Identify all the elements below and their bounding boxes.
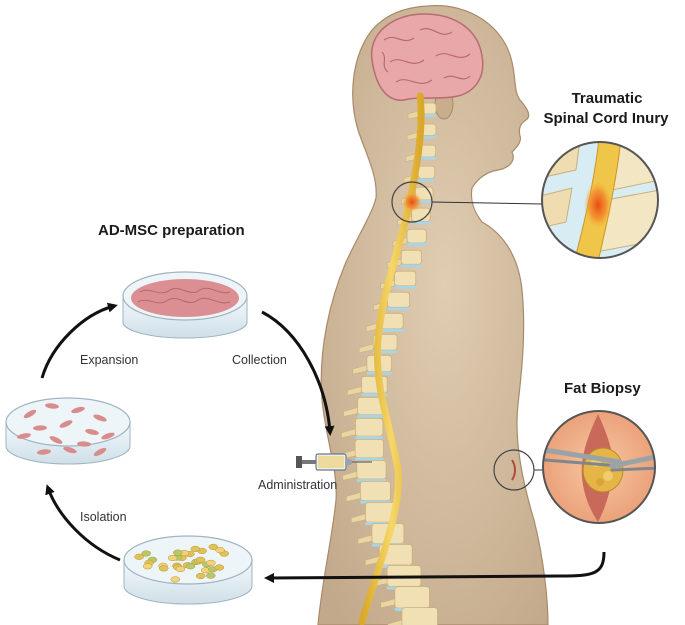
isolation-label: Isolation — [80, 510, 127, 524]
vertebra — [387, 291, 411, 308]
spinous-process — [347, 385, 362, 396]
spinous-process — [358, 343, 374, 354]
expansion-cell — [93, 447, 107, 457]
expansion-cells — [17, 403, 115, 457]
isolated-cell — [167, 554, 178, 562]
isolated-cell — [195, 572, 206, 580]
isolated-cell — [173, 549, 183, 556]
intervertebral-disc — [380, 328, 404, 332]
expansion-cell — [17, 433, 31, 439]
spinous-process — [352, 364, 368, 375]
vertebra — [356, 459, 387, 480]
vertebra — [354, 438, 384, 458]
vertebra — [394, 586, 430, 609]
expansion-arrow — [40, 302, 118, 379]
spinous-process — [351, 513, 366, 524]
biopsy-incision — [511, 459, 516, 481]
intervertebral-disc — [415, 199, 433, 203]
vertebra — [406, 228, 427, 244]
syringe-icon — [296, 453, 372, 471]
spinal-cord-injury-inset — [541, 141, 659, 259]
intervertebral-disc — [355, 436, 383, 440]
intervertebral-disc — [387, 307, 410, 311]
spinous-process — [387, 619, 403, 625]
vertebra — [400, 249, 422, 265]
expansion-cell — [85, 429, 99, 435]
intervertebral-disc — [421, 135, 436, 139]
intervertebral-disc — [418, 178, 435, 182]
prep-title: AD-MSC preparation — [98, 222, 245, 239]
expansion-cell — [101, 432, 115, 440]
isolated-cell — [175, 565, 186, 573]
intervertebral-disc — [411, 221, 431, 225]
fat-biopsy-label: Fat Biopsy — [564, 380, 641, 397]
injury-connector-line — [431, 201, 543, 205]
intervertebral-disc — [419, 156, 436, 160]
isolation-arrow — [45, 484, 121, 562]
expansion-cell — [37, 449, 51, 455]
injury-spot — [402, 192, 422, 212]
isolated-cell — [215, 547, 225, 554]
collection-arrow — [261, 310, 335, 436]
vertebra — [417, 165, 436, 179]
injury-title-line2: Spinal Cord Inury — [543, 110, 669, 127]
intervertebral-disc — [361, 393, 388, 397]
expansion-cell — [23, 409, 37, 419]
intervertebral-disc — [407, 242, 427, 246]
isolation-cells — [134, 543, 229, 583]
intervertebral-disc — [394, 285, 416, 289]
spinous-process — [342, 470, 358, 481]
intervertebral-disc — [401, 264, 422, 268]
isolated-cell — [185, 563, 196, 570]
expansion-cell — [45, 403, 59, 409]
administration-label: Administration — [258, 478, 338, 492]
isolated-cell — [195, 556, 206, 563]
biopsy-return-arrow — [264, 551, 606, 583]
spinal-cord — [358, 92, 425, 625]
preparation-dish — [122, 271, 248, 339]
isolation-dish — [123, 535, 253, 605]
fat-biopsy-inset — [542, 410, 656, 524]
brain — [370, 13, 484, 101]
expansion-dish — [5, 397, 131, 465]
spinous-process — [343, 407, 358, 417]
spinous-process — [357, 534, 373, 545]
vertebra — [359, 480, 391, 501]
expansion-cell — [59, 420, 73, 428]
spinal-column — [340, 102, 438, 625]
expansion-cell — [93, 414, 107, 422]
expansion-cell — [49, 436, 63, 444]
isolated-cell — [206, 572, 216, 579]
isolated-cell — [208, 543, 219, 550]
vertebra — [401, 607, 438, 625]
expansion-label: Expansion — [80, 353, 139, 367]
isolated-cell — [134, 553, 144, 560]
expansion-cell — [63, 446, 77, 454]
intervertebral-disc — [356, 479, 387, 483]
human-body — [317, 5, 549, 625]
vertebra — [394, 270, 417, 287]
spinous-process — [346, 492, 361, 502]
intervertebral-disc — [422, 114, 436, 117]
expansion-cell — [71, 406, 85, 414]
isolated-cell — [190, 545, 201, 552]
isolated-cell — [206, 559, 216, 566]
expansion-cell — [33, 425, 47, 431]
isolated-cell — [158, 565, 169, 572]
isolated-cell — [142, 563, 153, 570]
vertebra — [354, 417, 384, 437]
isolated-cell — [214, 564, 225, 571]
isolated-cell — [170, 576, 181, 583]
injury-title-line1: Traumatic — [571, 90, 643, 107]
isolated-cell — [141, 550, 151, 557]
intervertebral-disc — [357, 414, 385, 418]
spinous-process — [380, 598, 396, 609]
expansion-cell — [77, 441, 91, 447]
spinous-process — [341, 428, 356, 439]
intervertebral-disc — [355, 457, 384, 461]
intervertebral-disc — [373, 350, 398, 354]
collection-label: Collection — [232, 353, 287, 367]
